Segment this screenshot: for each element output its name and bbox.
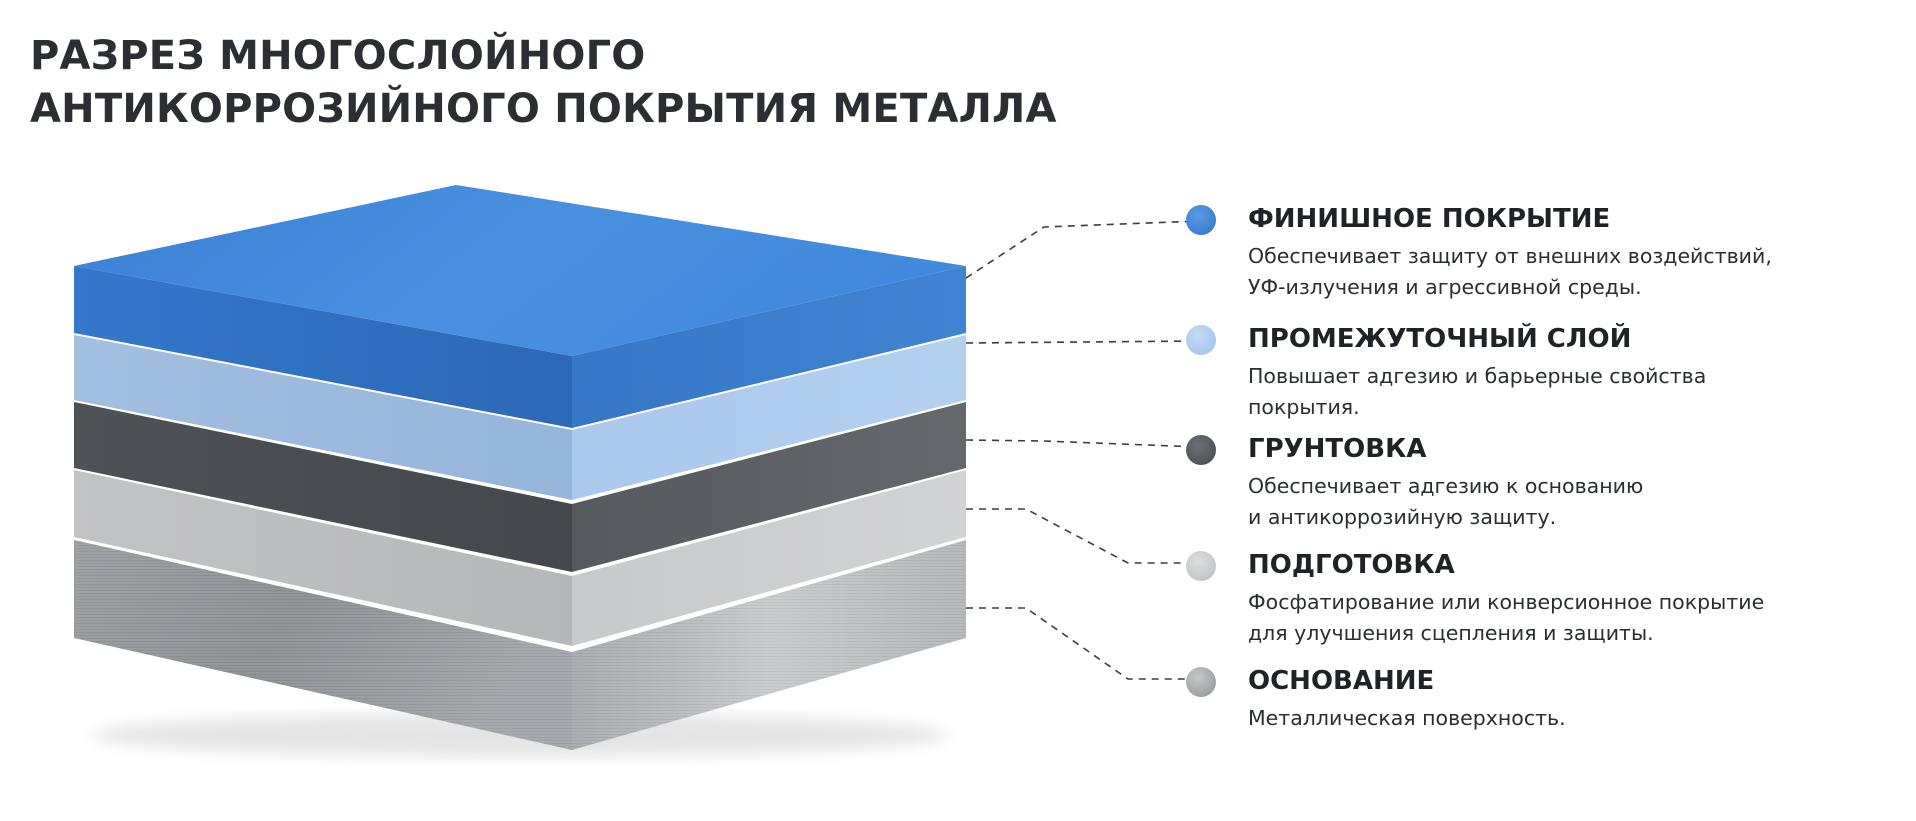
legend-description-line: Обеспечивает защиту от внешних воздейств… — [1248, 244, 1772, 268]
legend-title-preparation: ПОДГОТОВКА — [1248, 550, 1455, 580]
base-metal-color-dot — [1186, 667, 1216, 697]
legend-description-line: Обеспечивает адгезию к основанию — [1248, 474, 1644, 498]
legend-description-line: Металлическая поверхность. — [1248, 706, 1566, 730]
legend-title-finish-coat: ФИНИШНОЕ ПОКРЫТИЕ — [1248, 204, 1611, 234]
layer-1-side-face — [572, 266, 966, 428]
legend-description-base-metal: Металлическая поверхность. — [1248, 703, 1566, 734]
legend-description-finish-coat: Обеспечивает защиту от внешних воздейств… — [1248, 241, 1772, 303]
leader-lines — [965, 220, 1201, 680]
diagram-title-line-2: АНТИКОРРОЗИЙНОГО ПОКРЫТИЯ МЕТАЛЛА — [30, 86, 1057, 132]
legend-title-intermediate: ПРОМЕЖУТОЧНЫЙ СЛОЙ — [1248, 324, 1632, 354]
legend-title-base-metal: ОСНОВАНИЕ — [1248, 666, 1435, 696]
layer-4-front-face — [74, 470, 572, 646]
primer-color-dot — [1186, 435, 1216, 465]
legend-description-line: для улучшения сцепления и защиты. — [1248, 621, 1654, 645]
layer-3-side-face — [572, 402, 966, 572]
layer-1-finish-coat — [74, 185, 966, 428]
intermediate-color-dot — [1186, 325, 1216, 355]
legend-description-line: Повышает адгезию и барьерные свойства — [1248, 364, 1707, 388]
diagram-title: РАЗРЕЗ МНОГОСЛОЙНОГО АНТИКОРРОЗИЙНОГО ПО… — [30, 30, 1057, 136]
leader-line-base-metal — [966, 607, 1200, 680]
layer-5-front-texture — [74, 540, 572, 750]
legend-description-primer: Обеспечивает адгезию к основанию и антик… — [1248, 471, 1643, 533]
leader-line-primer — [965, 439, 1201, 448]
layer-4-side-face — [572, 470, 966, 646]
layer-2-front-face — [74, 335, 572, 500]
layer-4-preparation — [74, 470, 966, 646]
legend-description-line: УФ-излучения и агрессивной среды. — [1248, 275, 1642, 299]
layer-1-top-face — [74, 185, 966, 356]
diagram-title-line-1: РАЗРЕЗ МНОГОСЛОЙНОГО — [30, 33, 646, 79]
layer-5-base-metal — [74, 540, 966, 750]
layer-3-primer — [74, 402, 966, 572]
legend-description-preparation: Фосфатирование или конверсионное покрыти… — [1248, 587, 1764, 649]
legend-description-line: и антикоррозийную защиту. — [1248, 505, 1557, 529]
leader-line-intermediate — [965, 340, 1201, 344]
layer-2-side-face — [572, 335, 966, 500]
layer-1-front-face — [74, 266, 572, 428]
legend-title-primer: ГРУНТОВКА — [1248, 434, 1427, 464]
layer-3-front-face — [74, 402, 572, 572]
layer-2-intermediate — [74, 335, 966, 500]
legend-description-line: покрытия. — [1248, 395, 1360, 419]
legend-description-line: Фосфатирование или конверсионное покрыти… — [1248, 590, 1765, 614]
leader-line-finish-coat — [965, 220, 1201, 279]
preparation-color-dot — [1186, 551, 1216, 581]
leader-line-preparation — [966, 508, 1200, 564]
layer-5-side-texture — [572, 540, 966, 750]
legend-description-intermediate: Повышает адгезию и барьерные свойства по… — [1248, 361, 1706, 423]
finish-coat-color-dot — [1186, 205, 1216, 235]
